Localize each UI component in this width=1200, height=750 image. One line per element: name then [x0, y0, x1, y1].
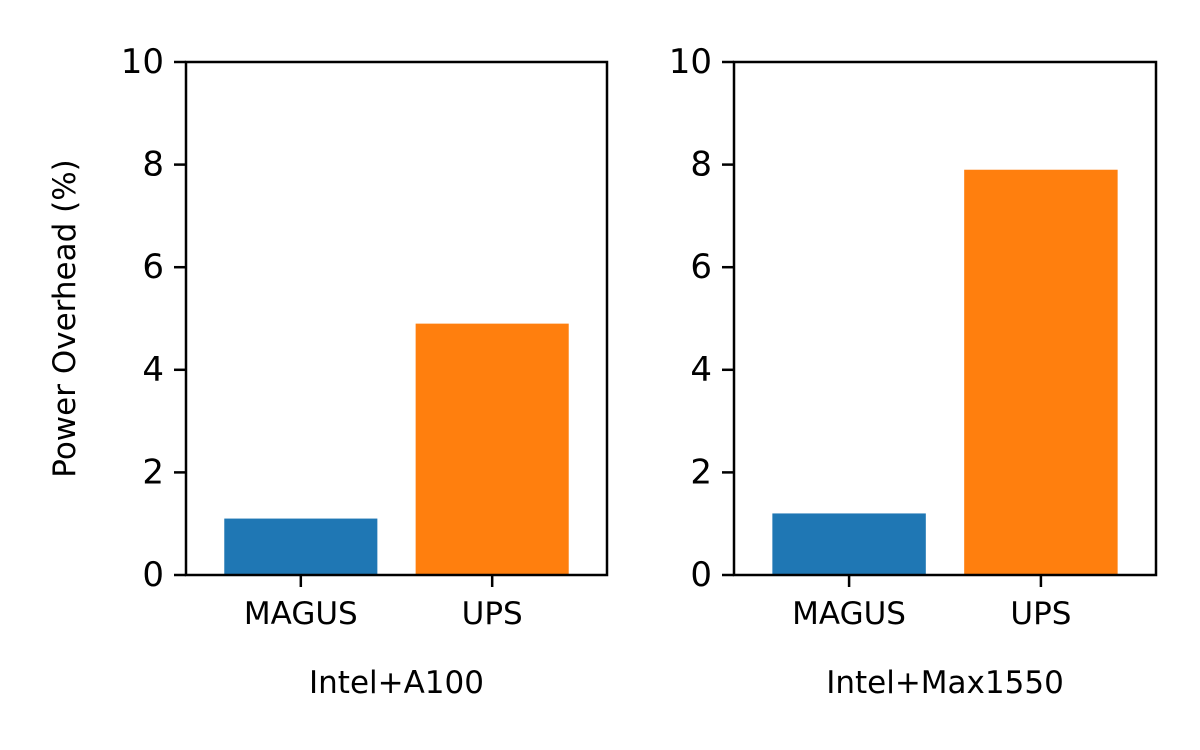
y-tick-label-1: 6	[142, 247, 164, 287]
y-axis-label-1: Power Overhead (%)	[47, 159, 83, 478]
bar-magus-2	[772, 513, 926, 575]
x-tick-label-ups-2: UPS	[1010, 596, 1071, 632]
bar-magus-1	[224, 518, 378, 575]
plot-frame-2	[732, 60, 1158, 577]
y-tick-label-1: 8	[142, 145, 164, 185]
x-tick-label-ups-1: UPS	[462, 596, 523, 632]
x-axis-label-2: Intel+Max1550	[826, 665, 1064, 701]
y-tick-label-2: 10	[669, 42, 712, 82]
y-tick-label-1: 2	[142, 452, 164, 492]
x-tick-label-magus-2: MAGUS	[792, 596, 906, 632]
y-tick-label-1: 4	[142, 350, 164, 390]
y-tick-label-2: 8	[690, 145, 712, 185]
y-tick-label-2: 6	[690, 247, 712, 287]
y-tick-label-2: 2	[690, 452, 712, 492]
y-tick-label-1: 0	[142, 555, 164, 595]
bar-ups-2	[964, 169, 1118, 576]
y-tick-label-2: 4	[690, 350, 712, 390]
x-tick-label-magus-1: MAGUS	[244, 596, 358, 632]
y-tick-label-2: 0	[690, 555, 712, 595]
y-tick-label-1: 10	[121, 42, 164, 82]
x-axis-label-1: Intel+A100	[309, 665, 484, 701]
bar-ups-1	[415, 323, 569, 575]
plot-frame-1	[184, 60, 609, 577]
